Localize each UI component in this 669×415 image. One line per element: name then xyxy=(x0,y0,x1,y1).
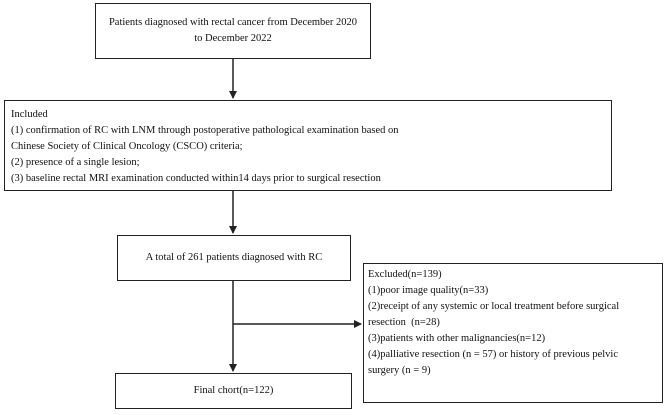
excluded-reason-line: surgery (n = 9) xyxy=(368,365,431,376)
final-box: Final chort(n=122) xyxy=(115,373,352,409)
included-criterion-line: (2) presence of a single lesion; xyxy=(11,157,140,168)
included-criterion-line: (3) baseline rectal MRI examination cond… xyxy=(11,173,381,184)
included-title: Included xyxy=(11,109,48,120)
excluded-title: Excluded(n=139) xyxy=(368,269,442,280)
excluded-reason-line: (2)receipt of any systemic or local trea… xyxy=(368,301,620,312)
excluded-box: Excluded(n=139) (1)poor image quality(n=… xyxy=(363,263,663,403)
included-criterion-line: (1) confirmation of RC with LNM through … xyxy=(11,125,399,136)
excluded-reason-line: (4)palliative resection (n = 57) or hist… xyxy=(368,349,618,360)
excluded-reason-line: (1)poor image quality(n=33) xyxy=(368,285,489,296)
excluded-reason-line: resection (n=28) xyxy=(368,317,440,328)
final-box-text: Final chort(n=122) xyxy=(193,385,274,396)
start-box: Patients diagnosed with rectal cancer fr… xyxy=(95,3,371,59)
total-box: A total of 261 patients diagnosed with R… xyxy=(117,235,351,281)
start-box-text: Patients diagnosed with rectal cancer fr… xyxy=(108,17,358,44)
included-criterion-line: Chinese Society of Clinical Oncology (CS… xyxy=(11,141,243,152)
included-box: Included (1) confirmation of RC with LNM… xyxy=(4,100,612,191)
total-box-text: A total of 261 patients diagnosed with R… xyxy=(145,252,323,263)
excluded-reason-line: (3)patients with other malignancies(n=12… xyxy=(368,333,546,344)
